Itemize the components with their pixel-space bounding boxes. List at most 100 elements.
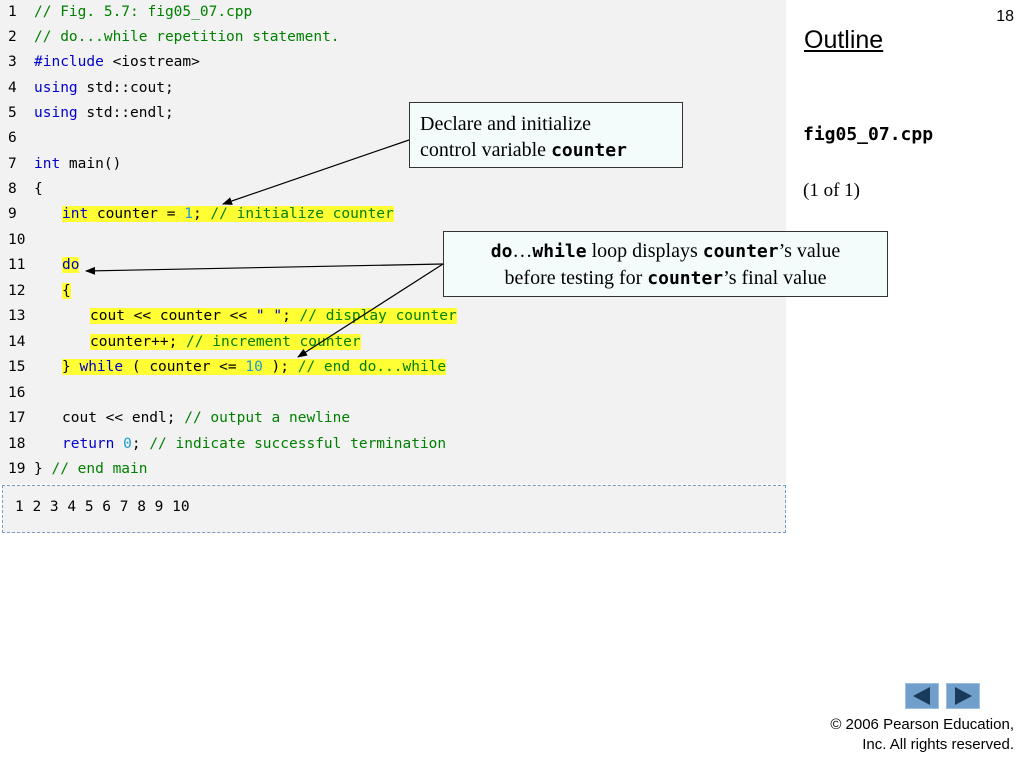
line-number: 19 [8,461,26,477]
line-number: 8 [8,181,17,197]
code-text: { [62,283,71,299]
code-text: counter = [88,206,185,222]
code-line-1: 1 // Fig. 5.7: fig05_07.cpp [0,0,786,25]
code-comment: // end do...while [289,359,447,375]
code-line-8: 8{ [0,177,786,202]
code-line-16: 16 [0,381,786,406]
code-text: } [62,359,80,375]
callout-code: counter [551,140,627,161]
file-name: fig05_07.cpp [803,124,934,145]
previous-slide-button[interactable] [905,683,939,709]
line-number: 1 [8,4,17,20]
line-number: 2 [8,29,17,45]
code-number: 1 [184,206,193,222]
line-number: 13 [8,308,26,324]
code-line-7: 7 int main() [0,152,786,177]
code-text: cout << endl; [62,410,176,426]
line-number: 4 [8,80,17,96]
code-comment: // do...while repetition statement. [34,29,340,45]
code-keyword: using [34,80,78,96]
program-output: 1 2 3 4 5 6 7 8 9 10 [2,485,786,533]
code-text: ( counter <= [123,359,246,375]
line-number: 14 [8,334,26,350]
code-line-13: 13 cout << counter << " "; // display cou… [0,304,786,329]
callout-code: while [532,241,587,262]
code-number: 0 [114,436,132,452]
code-keyword: while [79,359,124,375]
code-comment: // output a newline [175,410,351,426]
code-highlight: counter++; // increment counter [90,334,361,350]
code-highlight: int counter = 1; // initialize counter [62,206,394,222]
callout-text: ’s final value [723,267,827,289]
slide-number: 18 [996,8,1014,25]
code-highlight: } while ( counter <= 10 ); // end do...w… [62,359,447,375]
code-line-2: 2 // do...while repetition statement. [0,25,786,50]
callout-code: counter [702,241,779,262]
page-count: (1 of 1) [803,180,860,201]
code-keyword: using [34,105,78,121]
line-number: 18 [8,436,26,452]
code-line-10: 10 [0,228,786,253]
copyright-notice: © 2006 Pearson Education, Inc. All right… [830,715,1014,755]
copyright-line: Inc. All rights reserved. [862,736,1014,753]
next-slide-button[interactable] [946,683,980,709]
line-number: 11 [8,257,26,273]
code-comment: // end main [42,461,148,477]
line-number: 16 [8,385,26,401]
code-text: cout << counter << [90,308,256,324]
code-text: { [34,181,43,197]
code-line-11: 11 do [0,253,786,278]
callout-text: ’s value [778,240,841,262]
line-number: 3 [8,54,17,70]
code-keyword: int [62,206,89,222]
callout-declare-counter: Declare and initialize control variable … [409,102,683,168]
line-number: 6 [8,130,17,146]
left-triangle-icon [913,687,930,705]
code-text: counter++; [90,334,178,350]
code-comment: // increment counter [177,334,361,350]
code-keyword: int [34,156,61,172]
line-number: 10 [8,232,26,248]
code-line-9: 9 int counter = 1; // initialize counter [0,202,786,227]
code-highlight: cout << counter << " "; // display count… [90,308,457,324]
code-comment: // indicate successful termination [140,436,447,452]
code-keyword: return [62,436,115,452]
code-comment: // initialize counter [201,206,394,222]
line-number: 17 [8,410,26,426]
code-line-18: 18 return 0; // indicate successful termi… [0,432,786,457]
callout-text-line2: control variable counter [420,137,672,164]
code-keyword: do [62,257,80,273]
right-triangle-icon [955,687,972,705]
code-number: 10 [245,359,263,375]
callout-do-while-loop: do…while loop displays counter’s value b… [443,231,888,297]
callout-code: do [490,241,513,262]
callout-text: Declare and initialize [420,113,592,135]
code-text: ; [282,308,291,324]
callout-text: … [512,240,533,262]
output-text: 1 2 3 4 5 6 7 8 9 10 [15,499,190,515]
code-text: main() [60,156,122,172]
line-number: 9 [8,206,17,222]
code-line-14: 14 counter++; // increment counter [0,330,786,355]
callout-code: counter [647,268,724,289]
code-string: " " [255,308,283,324]
outline-link[interactable]: Outline [804,26,884,54]
line-number: 15 [8,359,26,375]
code-text: std::endl; [77,105,174,121]
code-line-6: 6 [0,126,786,151]
code-text: ; [131,436,141,452]
line-number: 7 [8,156,17,172]
code-line-12: 12 { [0,279,786,304]
callout-line1: do…while loop displays counter’s value [450,238,881,265]
copyright-line: © 2006 Pearson Education, [830,716,1014,733]
code-text: std::cout; [77,80,174,96]
callout-text: before testing for [504,267,648,289]
code-line-17: 17 cout << endl; // output a newline [0,406,786,431]
callout-text: control variable [420,139,552,161]
code-line-15: 15} while ( counter <= 10 ); // end do..… [0,355,786,380]
code-text: } [34,461,43,477]
code-comment: // Fig. 5.7: fig05_07.cpp [34,4,253,20]
line-number: 12 [8,283,26,299]
callout-text: loop displays [586,240,703,262]
code-text: ); [262,359,290,375]
